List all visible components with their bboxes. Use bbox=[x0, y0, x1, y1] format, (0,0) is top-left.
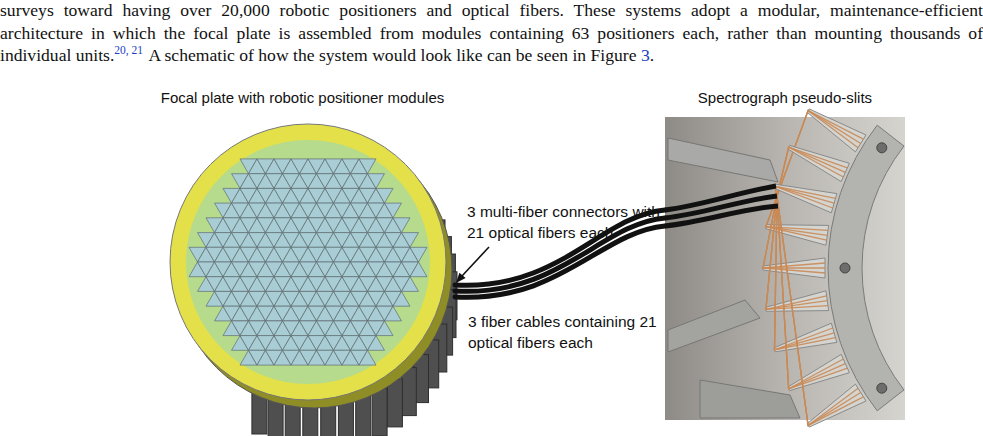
fiber-cable bbox=[455, 226, 665, 297]
positioner-cell bbox=[376, 321, 393, 336]
positioner-cell bbox=[368, 174, 385, 189]
photo-background bbox=[665, 117, 905, 420]
positioner-grid bbox=[189, 159, 427, 365]
positioner-cell bbox=[385, 306, 402, 321]
annotation-label: 3 multi-fiber connectors with 21 optical… bbox=[467, 201, 667, 243]
cable-inside bbox=[665, 206, 778, 226]
positioner-cell bbox=[368, 336, 385, 351]
fiber-strand bbox=[777, 196, 861, 425]
body-paragraph: surveys toward having over 20,000 roboti… bbox=[0, 0, 983, 67]
fiber-strand bbox=[775, 196, 833, 350]
fiber-strand bbox=[777, 111, 861, 196]
fiber-strand bbox=[777, 196, 863, 425]
positioner-cell bbox=[410, 262, 427, 277]
node-heading: Focal plate with robotic positioner modu… bbox=[150, 89, 455, 106]
positioner-cell bbox=[402, 277, 419, 292]
fiber-cable bbox=[455, 218, 665, 291]
screw bbox=[877, 383, 887, 393]
bracket-bar bbox=[668, 138, 778, 182]
positioner-cell bbox=[410, 247, 427, 262]
citation-number: 20, 21 bbox=[114, 44, 143, 56]
screw bbox=[840, 263, 850, 273]
fiber-strand bbox=[777, 196, 847, 389]
fiber-strand bbox=[775, 186, 835, 203]
fiber-strand bbox=[777, 111, 863, 196]
positioner-cell bbox=[393, 218, 410, 233]
arrow-head bbox=[456, 273, 466, 283]
fiber-strand bbox=[775, 196, 835, 350]
node-heading: Spectrograph pseudo-slits bbox=[665, 89, 905, 106]
positioner-cell bbox=[359, 350, 376, 365]
fiber-strand bbox=[775, 186, 833, 208]
slit-block bbox=[774, 184, 837, 213]
positioner-cell bbox=[393, 291, 410, 306]
pseudo-slit-node: Spectrograph pseudo-slits bbox=[665, 89, 905, 420]
plate-inner bbox=[186, 140, 430, 384]
screw bbox=[877, 143, 887, 153]
positioner-cell bbox=[376, 188, 393, 203]
focal-plate-node: Focal plate with robotic positioner modu… bbox=[150, 89, 455, 432]
focal-plate bbox=[170, 124, 446, 400]
fiber-strand bbox=[777, 111, 858, 196]
paragraph-text: . bbox=[650, 45, 654, 65]
fiber-strand bbox=[777, 196, 858, 425]
positioner-cell bbox=[402, 233, 419, 248]
fiber-cable bbox=[455, 210, 665, 285]
slit-blocks bbox=[763, 109, 904, 427]
fiber-strand bbox=[775, 186, 836, 198]
fiber-strand bbox=[775, 196, 836, 350]
positioner-cell bbox=[385, 203, 402, 218]
module-block bbox=[372, 388, 387, 436]
pseudo-slit-photo bbox=[665, 109, 905, 427]
paragraph-text: A schematic of how the system would look… bbox=[148, 45, 636, 65]
positioner-cell bbox=[359, 159, 376, 174]
module-block bbox=[387, 379, 402, 427]
edge-label: 3 fiber cables containing 21 optical fib… bbox=[468, 311, 668, 353]
leader-line bbox=[462, 247, 489, 276]
bracket-bar bbox=[668, 300, 760, 352]
bracket-bar bbox=[700, 380, 800, 418]
figure-reference: 3 bbox=[641, 45, 650, 65]
